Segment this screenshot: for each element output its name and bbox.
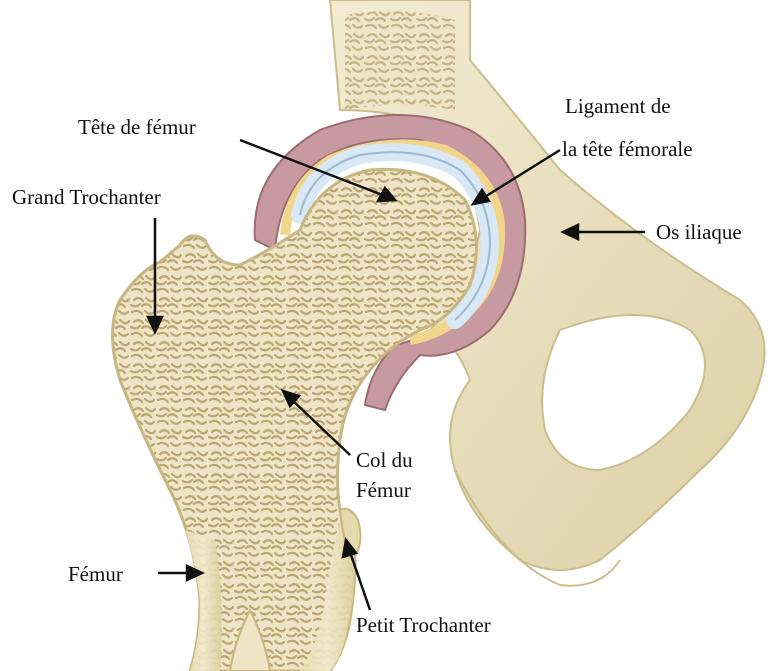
label-femoral-head: Tête de fémur xyxy=(78,115,196,139)
label-femur: Fémur xyxy=(68,562,123,586)
label-femoral-neck-line-1: Col du xyxy=(356,448,413,472)
label-lesser-trochanter: Petit Trochanter xyxy=(356,613,491,637)
label-femoral-neck-line-2: Fémur xyxy=(356,478,411,502)
label-ligament-line-1: Ligament de xyxy=(565,94,671,118)
label-greater-trochanter: Grand Trochanter xyxy=(12,185,161,209)
femur-bone xyxy=(113,169,477,671)
label-ligament-line-2: la tête fémorale xyxy=(562,137,693,161)
label-iliac-bone: Os iliaque xyxy=(656,220,742,244)
